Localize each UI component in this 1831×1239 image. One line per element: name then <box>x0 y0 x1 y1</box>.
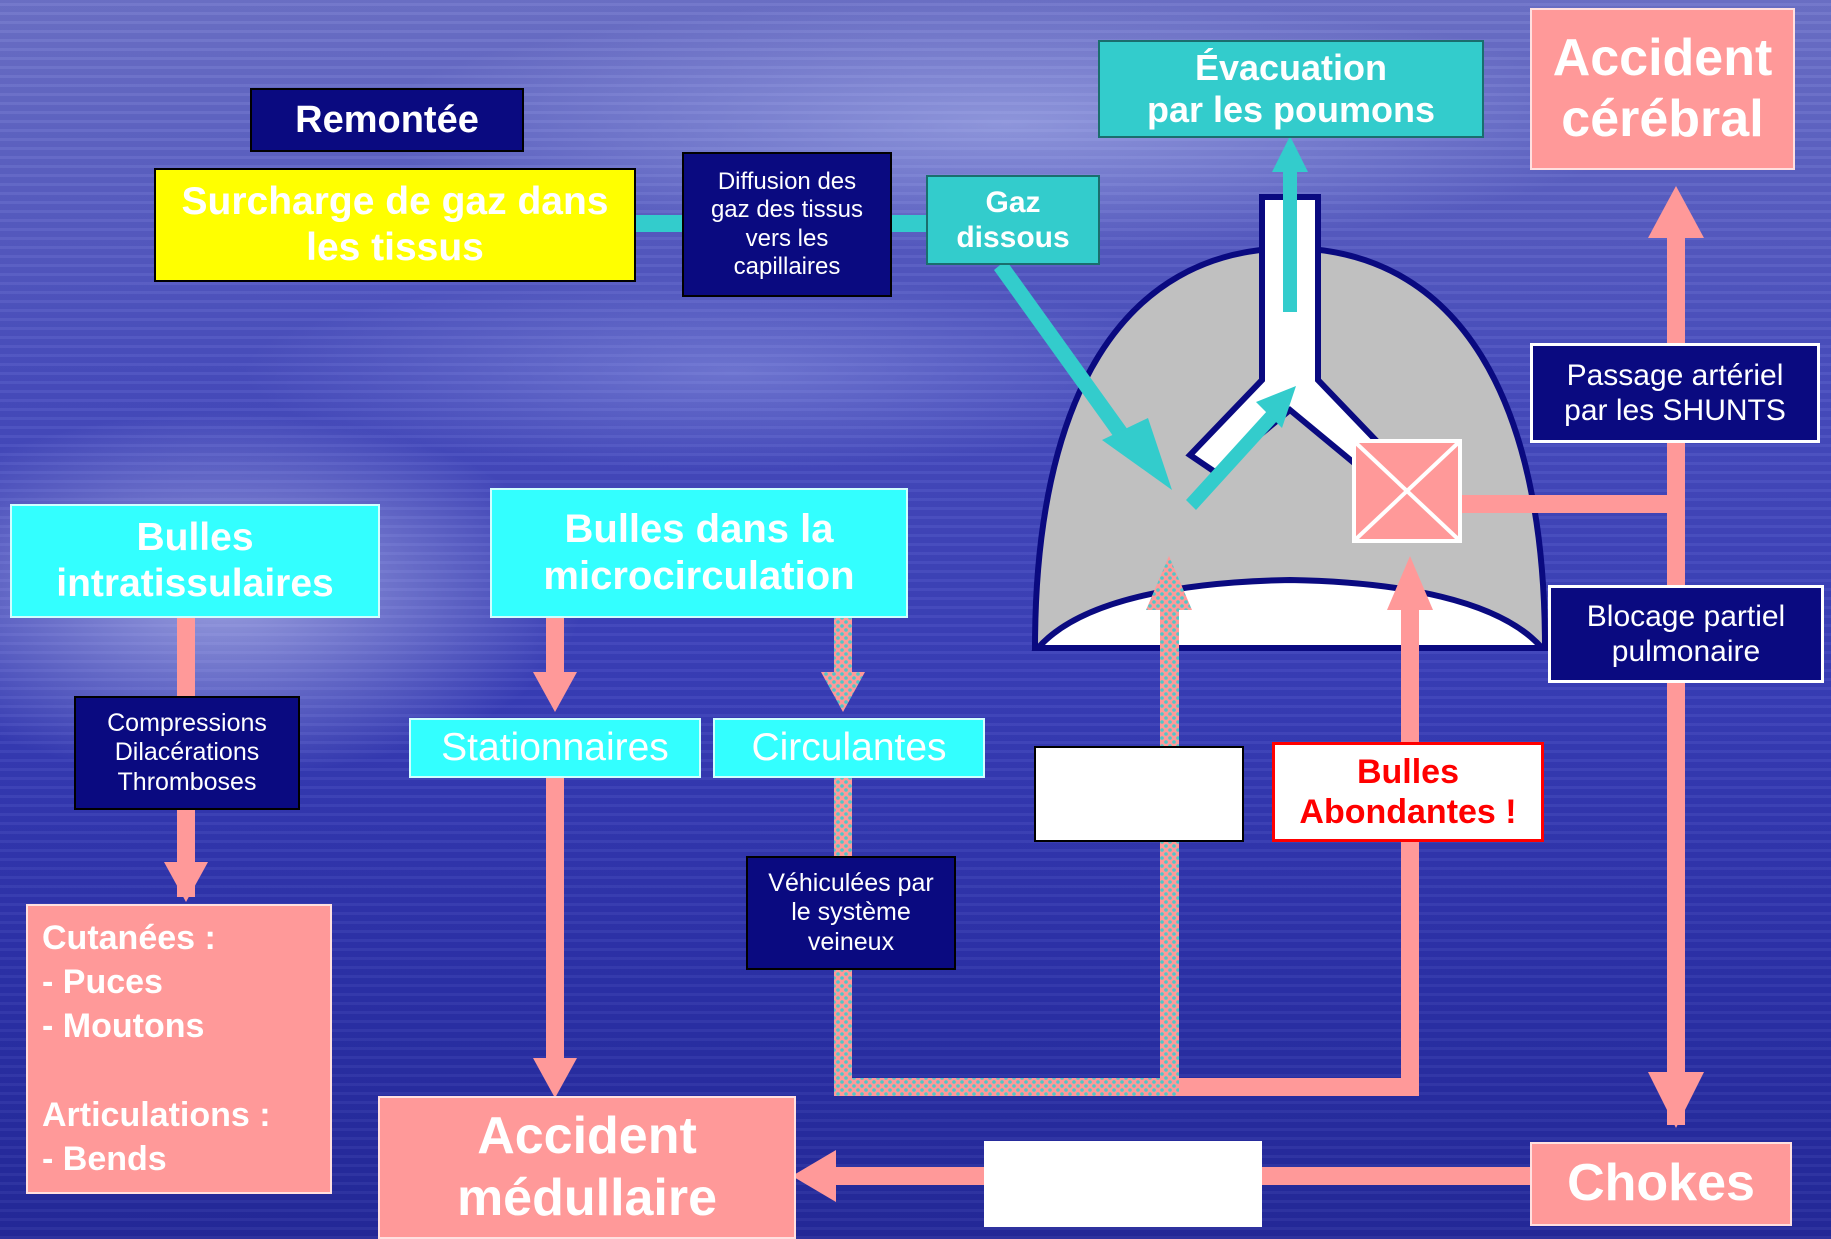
accident-medullaire-box: Accident médullaire <box>378 1096 796 1239</box>
diffusion-box: Diffusion des gaz des tissus vers les ca… <box>682 152 892 297</box>
remontee-label: Remontée <box>250 88 524 152</box>
shunt-connector <box>1460 495 1670 513</box>
accident-cerebral-box: Accident cérébral <box>1530 8 1795 170</box>
connector-surcharge-diffusion <box>634 215 682 232</box>
cutanees-box: Cutanées : - Puces - Moutons Articulatio… <box>26 904 332 1194</box>
chokes-box: Chokes <box>1530 1142 1792 1226</box>
surcharge-box: Surcharge de gaz dans les tissus <box>154 168 636 282</box>
bulles-abondantes-box: Bulles Abondantes ! <box>1272 742 1544 842</box>
evacuation-box: Évacuation par les poumons <box>1098 40 1484 138</box>
passage-arteriel-box: Passage artériel par les SHUNTS <box>1530 343 1820 443</box>
gaz-dissous-box: Gaz dissous <box>926 175 1100 265</box>
gaz-dissous-arrow <box>994 260 1172 490</box>
bulles-intratissulaires-box: Bulles intratissulaires <box>10 504 380 618</box>
stationnaires-box: Stationnaires <box>409 718 701 778</box>
bronchi-arrow <box>1186 386 1296 510</box>
evacuation-arrow <box>1272 136 1308 312</box>
stationnaires-to-medullaire-arrow <box>533 776 577 1098</box>
crossed-box-icon <box>1352 439 1462 543</box>
bulles-microcirculation-box: Bulles dans la microcirculation <box>490 488 908 618</box>
microcirculation-to-stationnaires-arrow <box>533 617 577 712</box>
blank-box-middle <box>1034 746 1244 842</box>
blank-box-bottom <box>984 1141 1262 1227</box>
abondantes-path <box>1179 556 1433 1096</box>
connector-diffusion-gaz <box>889 215 927 232</box>
compressions-box: Compressions Dilacérations Thromboses <box>74 696 300 810</box>
lung-diagram <box>1031 194 1549 651</box>
blocage-partiel-box: Blocage partiel pulmonaire <box>1548 585 1824 683</box>
circulantes-box: Circulantes <box>713 718 985 778</box>
vehiculees-box: Véhiculées par le système veineux <box>746 856 956 970</box>
microcirculation-to-circulantes-arrow <box>821 617 865 712</box>
